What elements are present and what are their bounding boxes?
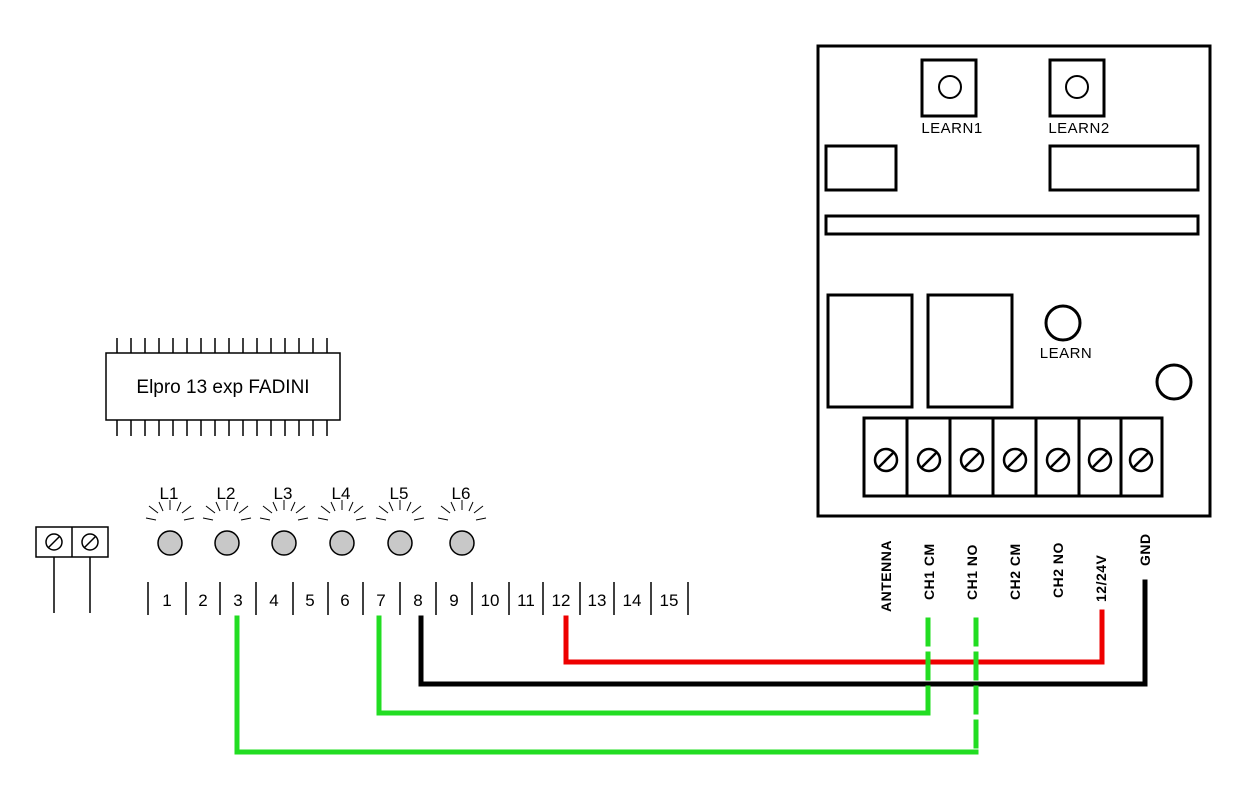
terminal-number: 7 [376,591,385,610]
screw-icon [45,533,63,551]
terminal-number: 9 [449,591,458,610]
chip: Elpro 13 exp FADINI [105,338,341,436]
wire-green-3-to-ch1-no [234,615,979,755]
screw-icon [1045,447,1071,473]
terminal-label-ch2-cm: CH2 CM [1007,543,1023,600]
component-block [1048,144,1200,192]
screw-icon [916,447,942,473]
receiver-module: LEARN1 LEARN2 LEARN [816,44,1212,612]
terminal-strip: 1 2 3 4 5 6 7 8 9 10 11 12 13 14 15 [147,582,689,615]
led-l6: L6 [437,484,487,556]
screw-icon [959,447,985,473]
wire-green-7-to-ch1-cm [376,615,931,716]
led-l3-bulb [271,530,297,556]
screw-icon [1128,447,1154,473]
led-l4-bulb [329,530,355,556]
terminal-number: 3 [233,591,242,610]
terminal-number: 5 [305,591,314,610]
chip-body [105,352,341,421]
wire-red-12-to-12-24v [563,609,1105,665]
led-label: L4 [332,484,351,503]
led-rays-icon [202,500,252,521]
terminal-label-antenna: ANTENNA [878,540,894,612]
led-group: L1 L2 L3 [145,484,487,556]
terminal-dividers [147,582,689,615]
led-l6-bulb [449,530,475,556]
led-label: L3 [274,484,293,503]
terminal-number: 4 [269,591,278,610]
led-l5-bulb [387,530,413,556]
screw-icon [1087,447,1113,473]
chip-label: Elpro 13 exp FADINI [136,377,309,398]
screw-icon [81,533,99,551]
relay-2 [926,293,1014,409]
learn2-label: LEARN2 [1048,120,1109,137]
led-rays-icon [317,500,367,521]
terminal-label-ch1-no: CH1 NO [964,544,980,600]
learn1-label: LEARN1 [921,120,982,137]
led-rays-icon [145,500,195,521]
terminal-number: 10 [481,591,500,610]
terminal-label-ch1-cm: CH1 CM [921,543,937,600]
screw-icon [1002,447,1028,473]
component-block [824,144,898,192]
led-rays-icon [437,500,487,521]
led-l2: L2 [202,484,252,556]
led-rays-icon [375,500,425,521]
led-l3: L3 [259,484,309,556]
led-label: L5 [390,484,409,503]
terminal-label-ch2-no: CH2 NO [1050,542,1066,598]
terminal-number: 12 [552,591,571,610]
terminal-number: 6 [340,591,349,610]
led-l5: L5 [375,484,425,556]
terminal-label-gnd: GND [1137,533,1153,566]
terminal-number: 8 [413,591,422,610]
chip-pins-bottom [116,420,328,436]
terminal-number: 13 [588,591,607,610]
terminal-number: 14 [623,591,642,610]
receiver-terminal-labels: ANTENNA CH1 CM CH1 NO CH2 CM CH2 NO 12/2… [878,533,1153,612]
terminal-number: 2 [198,591,207,610]
terminal-number: 15 [660,591,679,610]
terminal-number: 1 [162,591,171,610]
wires [234,579,1148,755]
relay-1 [826,293,914,409]
led-label: L6 [452,484,471,503]
component-strip [824,214,1200,236]
led-label: L1 [160,484,179,503]
terminal-number: 11 [517,591,535,610]
led-l1-bulb [157,530,183,556]
led-rays-icon [259,500,309,521]
learn-label: LEARN [1040,345,1093,362]
chip-pins-top [116,338,328,353]
receiver-terminal-block [862,416,1164,498]
led-l2-bulb [214,530,240,556]
learn-button [1044,304,1082,342]
screw-icon [873,447,899,473]
terminal-label-12-24v: 12/24V [1093,554,1109,602]
learn1-button: LEARN1 [920,58,982,137]
wire-black-8-to-gnd [418,579,1148,687]
led-label: L2 [217,484,236,503]
power-connector [35,526,109,613]
receiver-led-icon [1155,363,1193,401]
led-l4: L4 [317,484,367,556]
led-l1: L1 [145,484,195,556]
learn2-button: LEARN2 [1048,58,1109,137]
